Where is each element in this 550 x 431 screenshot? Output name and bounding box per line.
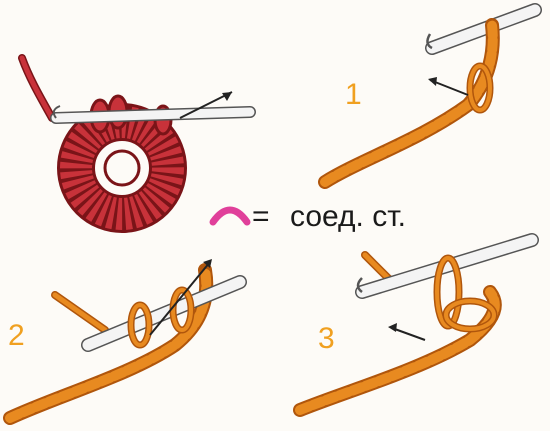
step-number-2: 2 — [8, 319, 25, 352]
arrow-0 — [179, 91, 233, 119]
legend-text: соед. ст. — [290, 200, 406, 233]
legend-equals: = — [252, 200, 270, 233]
step-number-1: 1 — [345, 78, 362, 111]
hook-0 — [50, 105, 256, 124]
step-3-illustration — [293, 233, 539, 417]
arrow-3 — [391, 327, 426, 341]
step-number-3: 3 — [318, 322, 335, 355]
ring-illustration — [18, 54, 256, 233]
step-2-illustration — [3, 259, 247, 425]
legend: = соед. ст. — [209, 200, 406, 233]
slip-stitch-arc-icon — [209, 206, 251, 226]
arrow-2 — [149, 261, 211, 336]
step-1-illustration — [318, 3, 542, 189]
